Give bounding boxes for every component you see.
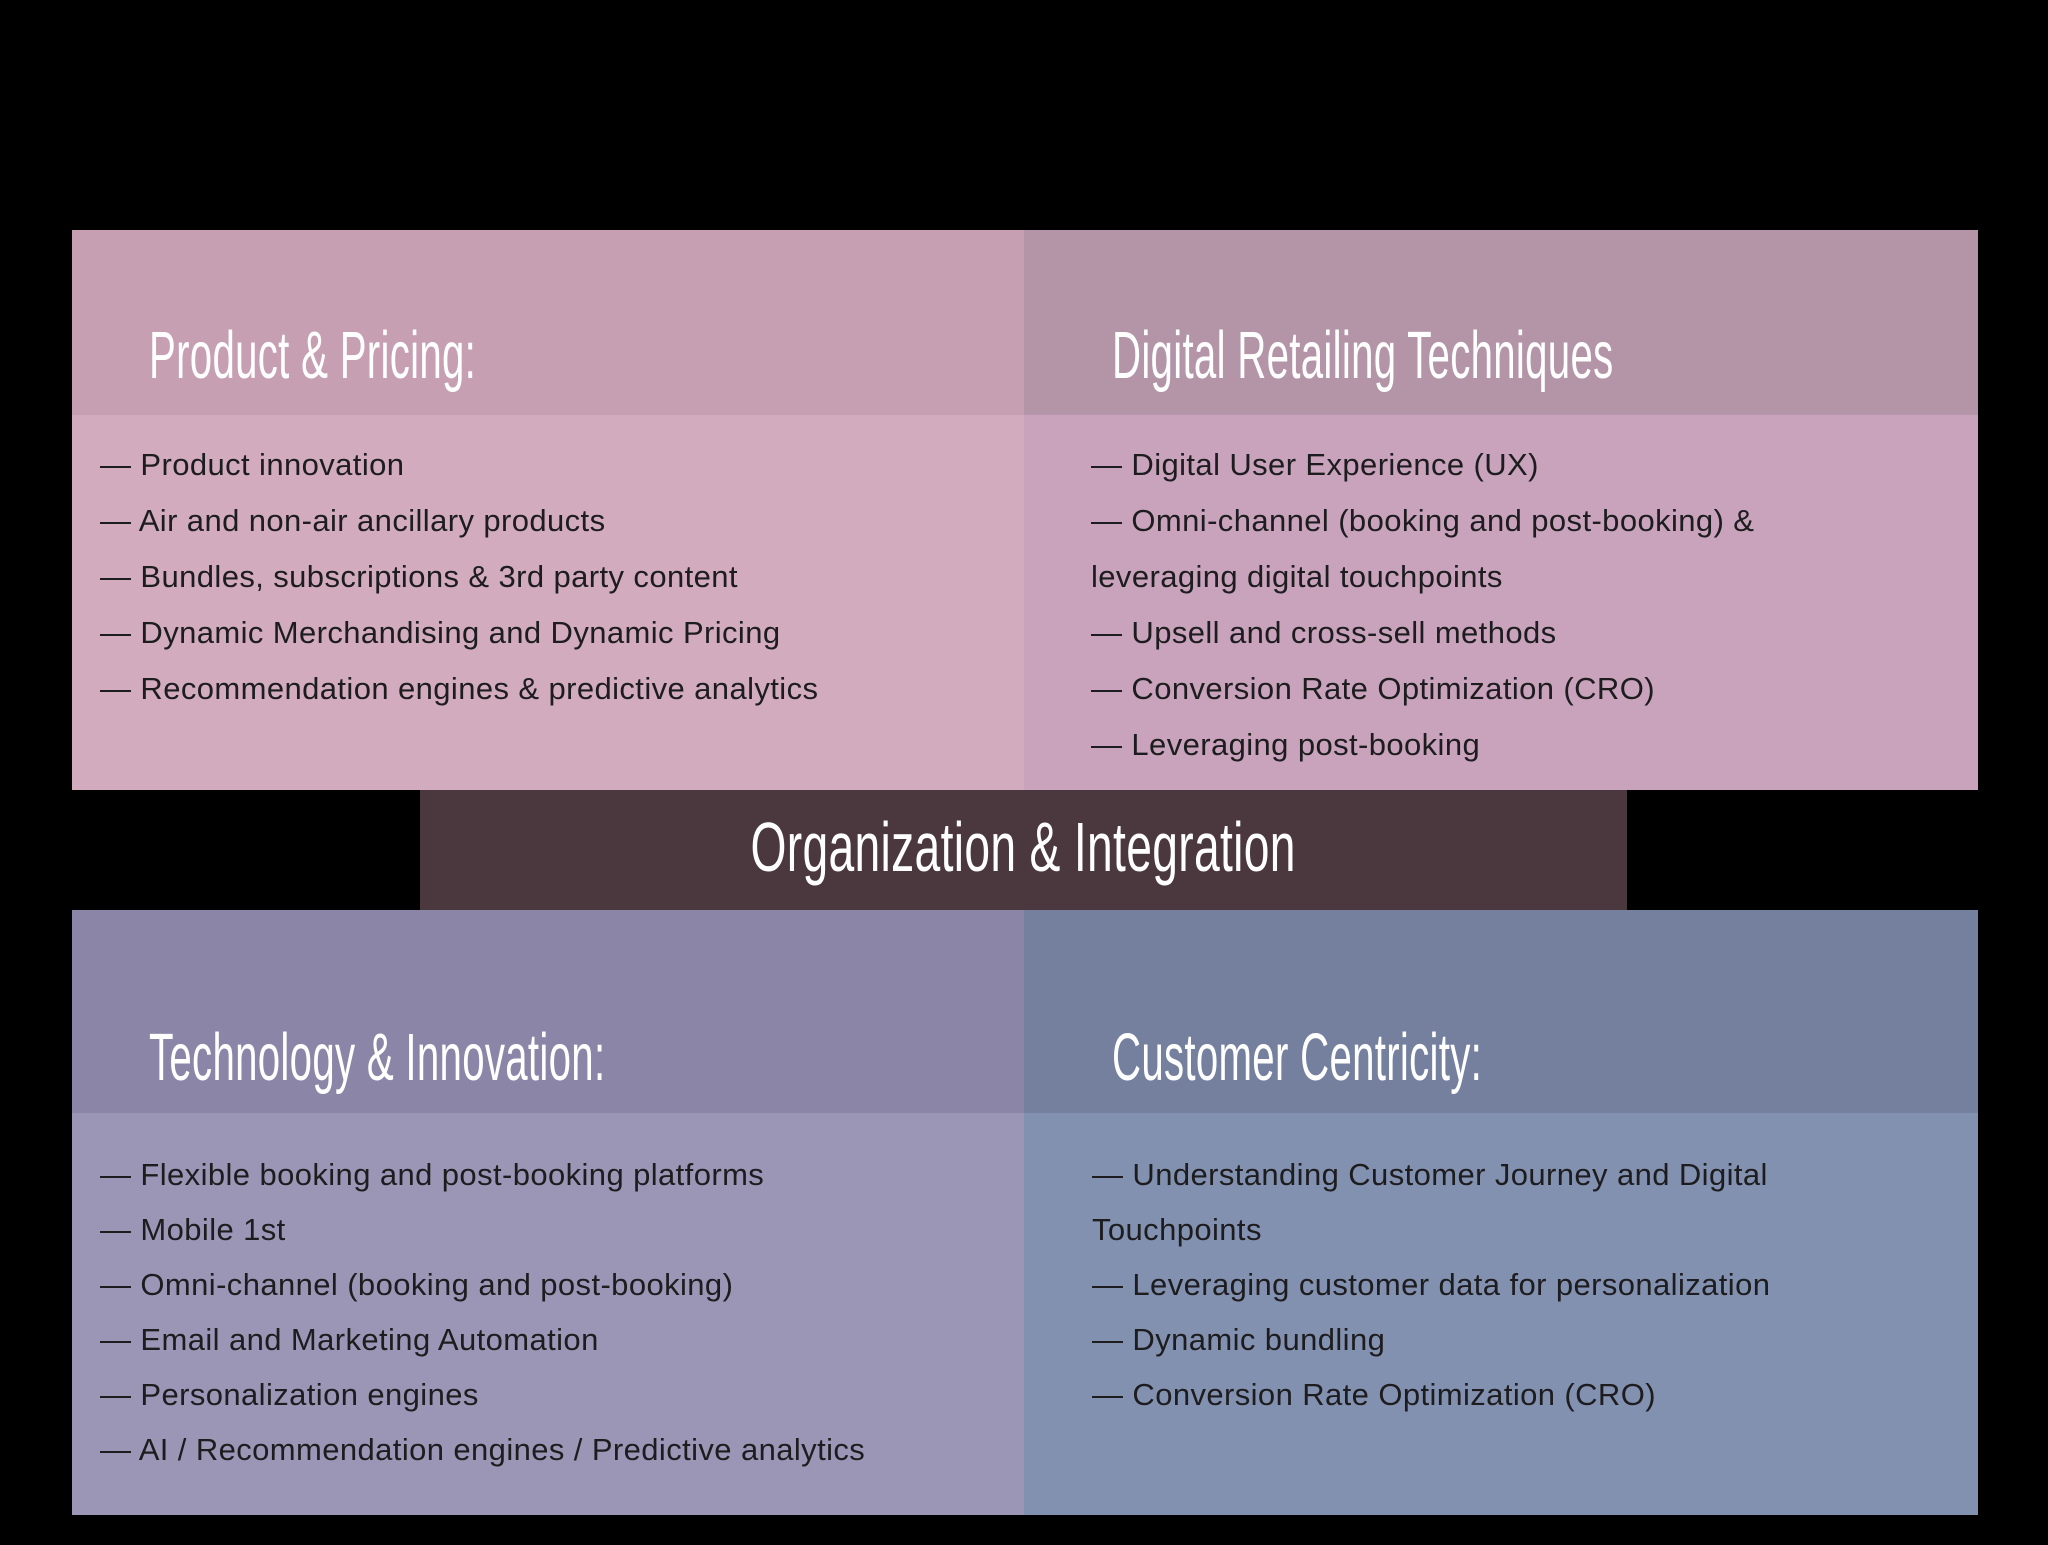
list-item: — Omni-channel (booking and post-booking… bbox=[100, 1267, 734, 1302]
list-item: — Personalization engines bbox=[100, 1377, 479, 1412]
list-item: — Leveraging post-booking bbox=[1091, 727, 1481, 762]
quadrant-technology-innovation-header: Technology & Innovation: bbox=[72, 910, 1024, 1113]
list-item: — Air and non-air ancillary products bbox=[100, 503, 606, 538]
list-item: — Flexible booking and post-booking plat… bbox=[100, 1157, 765, 1192]
list-item: — Understanding Customer Journey and Dig… bbox=[1092, 1157, 1768, 1247]
list-item: — Bundles, subscriptions & 3rd party con… bbox=[100, 559, 738, 594]
quadrant-digital-retailing-title: Digital Retailing Techniques bbox=[1112, 318, 1614, 393]
list-item: — Upsell and cross-sell methods bbox=[1091, 615, 1557, 650]
quadrant-customer-centricity-header: Customer Centricity: bbox=[1024, 910, 1978, 1113]
list-item: — Dynamic bundling bbox=[1092, 1322, 1386, 1357]
list-item: — Digital User Experience (UX) bbox=[1091, 447, 1539, 482]
quadrant-customer-centricity: Customer Centricity: — Understanding Cus… bbox=[1024, 910, 1978, 1515]
list-item: — Conversion Rate Optimization (CRO) bbox=[1091, 671, 1655, 706]
list-item: — Leveraging customer data for personali… bbox=[1092, 1267, 1771, 1302]
quadrant-digital-retailing-header: Digital Retailing Techniques bbox=[1024, 230, 1978, 415]
list-item: — Omni-channel (booking and post-booking… bbox=[1091, 503, 1755, 594]
list-item: — Email and Marketing Automation bbox=[100, 1322, 599, 1357]
quadrant-digital-retailing-body: — Digital User Experience (UX) — Omni-ch… bbox=[1024, 415, 1978, 790]
list-item: — AI / Recommendation engines / Predicti… bbox=[100, 1432, 866, 1467]
list-item: — Conversion Rate Optimization (CRO) bbox=[1092, 1377, 1656, 1412]
list-item: — Product innovation bbox=[100, 447, 405, 482]
quadrant-technology-innovation-body: — Flexible booking and post-booking plat… bbox=[72, 1113, 1024, 1515]
list-item: — Mobile 1st bbox=[100, 1212, 286, 1247]
center-banner: Organization & Integration bbox=[420, 790, 1627, 910]
list-item: — Recommendation engines & predictive an… bbox=[100, 671, 819, 706]
center-banner-title: Organization & Integration bbox=[750, 808, 1297, 886]
quadrant-digital-retailing: Digital Retailing Techniques — Digital U… bbox=[1024, 230, 1978, 790]
quadrant-product-pricing-body: — Product innovation — Air and non-air a… bbox=[72, 415, 1024, 790]
quadrant-technology-innovation-title: Technology & Innovation: bbox=[149, 1020, 606, 1095]
quadrant-customer-centricity-body: — Understanding Customer Journey and Dig… bbox=[1024, 1113, 1978, 1515]
list-item: — Dynamic Merchandising and Dynamic Pric… bbox=[100, 615, 781, 650]
quadrant-product-pricing-header: Product & Pricing: bbox=[72, 230, 1024, 415]
quadrant-technology-innovation: Technology & Innovation: — Flexible book… bbox=[72, 910, 1024, 1515]
quadrant-customer-centricity-title: Customer Centricity: bbox=[1112, 1020, 1483, 1095]
quadrant-product-pricing-title: Product & Pricing: bbox=[149, 318, 477, 393]
quadrant-product-pricing: Product & Pricing: — Product innovation … bbox=[72, 230, 1024, 790]
